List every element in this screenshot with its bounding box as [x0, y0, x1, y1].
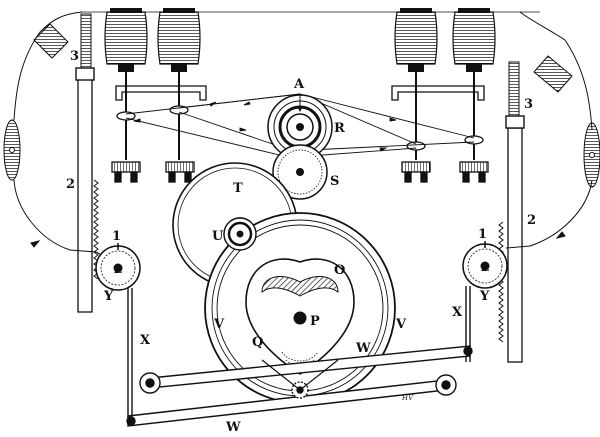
label-V-right: V [395, 317, 407, 332]
bobbin-4 [452, 8, 496, 80]
label-U: U [212, 229, 224, 244]
label-2-left: 2 [66, 177, 75, 192]
lever-bars [126, 345, 473, 427]
label-R: R [334, 121, 345, 136]
left-tension-pad [3, 23, 69, 181]
label-T: T [233, 181, 243, 196]
label-Q: Q [252, 335, 263, 350]
label-1-right: 1 [478, 227, 487, 242]
wheel-S [272, 144, 328, 200]
label-A: A [293, 77, 305, 92]
label-V-left: V [213, 317, 225, 332]
right-tension-pad [533, 55, 600, 188]
bobbin-2 [157, 8, 201, 80]
label-W-lower: W [225, 420, 241, 435]
label-W-upper: W [355, 341, 371, 356]
label-3-left: 3 [70, 49, 79, 64]
label-Z-right: Z [481, 261, 489, 274]
label-Z-left: Z [114, 263, 122, 276]
bobbin-row-right [394, 8, 496, 80]
bobbin-3 [394, 8, 438, 80]
label-X-right: X [452, 305, 463, 320]
drive-bands [125, 93, 475, 161]
spindle-frame-right [391, 80, 489, 183]
spindle-frame-left [111, 80, 207, 183]
label-P: P [310, 314, 320, 329]
label-S: S [330, 174, 339, 189]
label-Y-right: Y [479, 289, 490, 304]
bobbin-1 [104, 8, 148, 80]
label-3-right: 3 [524, 97, 533, 112]
label-2-right: 2 [527, 213, 536, 228]
label-O: O [334, 263, 345, 278]
part-labels: A R S T U O P Q V V W W X X Y Y Z Z 1 1 … [66, 49, 536, 435]
label-Y-left: Y [103, 289, 114, 304]
engraver-mark: HV [401, 394, 414, 402]
label-X-left: X [140, 333, 151, 348]
bobbin-row-left [104, 8, 201, 80]
wheel-R [267, 94, 333, 160]
label-1-left: 1 [112, 229, 121, 244]
heart-cam [245, 258, 355, 375]
right-guide-assembly [462, 39, 593, 363]
left-guide-assembly [13, 13, 141, 420]
